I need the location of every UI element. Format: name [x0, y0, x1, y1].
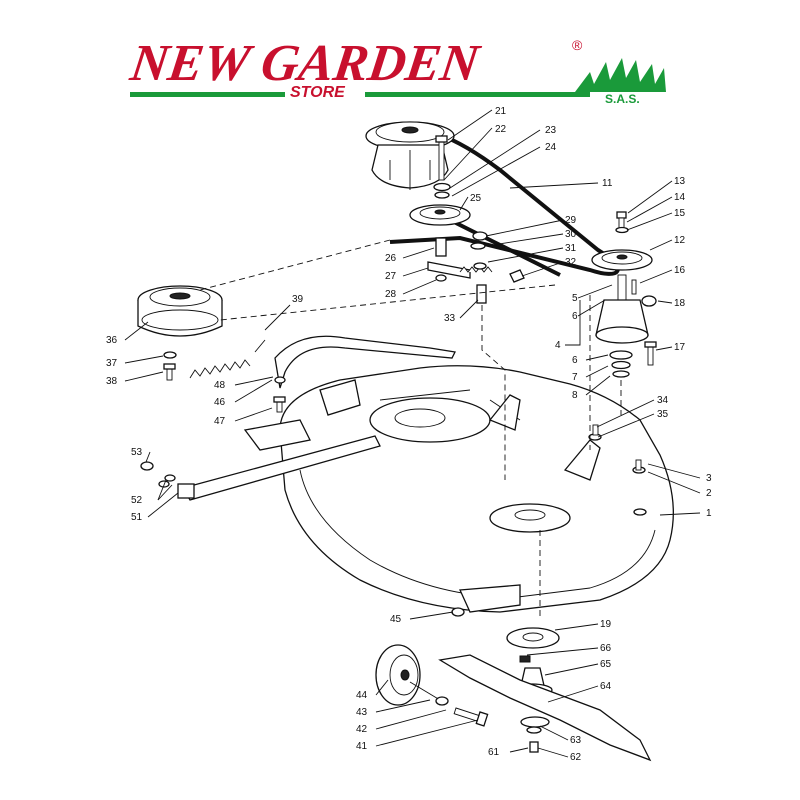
leader-lines [124, 109, 701, 758]
callout-7: 7 [572, 372, 578, 383]
callout-41: 41 [356, 741, 368, 752]
callout-3: 3 [706, 473, 712, 484]
blade-assembly [438, 627, 652, 762]
grass-icon [575, 58, 666, 92]
callout-21: 21 [495, 106, 507, 117]
callout-16: 16 [674, 265, 686, 276]
callout-28: 28 [385, 289, 397, 300]
callout-2: 2 [706, 488, 712, 499]
callout-37: 37 [106, 358, 118, 369]
top-pulley-assembly [365, 121, 455, 190]
callout-8: 8 [572, 390, 578, 401]
callout-65: 65 [600, 659, 612, 670]
right-spindle [595, 274, 649, 378]
callout-62: 62 [570, 752, 582, 763]
callout-29: 29 [565, 215, 577, 226]
callout-66: 66 [600, 643, 612, 654]
callout-19: 19 [600, 619, 612, 630]
callout-64: 64 [600, 681, 612, 692]
callout-5: 5 [572, 293, 578, 304]
callout-14: 14 [674, 192, 686, 203]
callout-42: 42 [356, 724, 368, 735]
callout-4: 4 [555, 340, 561, 351]
callout-26: 26 [385, 253, 397, 264]
logo-green-stripe-right [365, 92, 590, 97]
bracket-left [243, 379, 361, 451]
callout-32: 32 [565, 257, 577, 268]
callout-47: 47 [214, 416, 226, 427]
logo-green-stripe-left [130, 92, 285, 97]
callout-15: 15 [674, 208, 686, 219]
callout-44: 44 [356, 690, 368, 701]
bolt-13-15 [615, 211, 629, 234]
idler-pulley [409, 204, 471, 226]
callout-22: 22 [495, 124, 507, 135]
callout-52: 52 [131, 495, 143, 506]
callout-11: 11 [602, 178, 613, 189]
callout-6a: 6 [572, 311, 578, 322]
callout-39: 39 [292, 294, 304, 305]
callout-25: 25 [470, 193, 482, 204]
callout-46: 46 [214, 397, 226, 408]
deck-bolts-right [588, 424, 646, 474]
brand-suffix: S.A.S. [605, 92, 640, 106]
electric-clutch [137, 285, 223, 337]
registered-mark: ® [572, 37, 583, 53]
callout-6b: 6 [572, 355, 578, 366]
bolt-22 [435, 135, 448, 181]
callouts: 21 22 23 24 11 25 13 14 15 12 16 18 17 2… [106, 106, 712, 763]
callout-31: 31 [565, 243, 577, 254]
pin-16 [631, 279, 637, 295]
deck-arm [140, 435, 381, 501]
callout-61: 61 [488, 747, 500, 758]
nut-45 [451, 607, 465, 617]
callout-17: 17 [674, 342, 686, 353]
callout-48: 48 [214, 380, 226, 391]
right-pulley [591, 249, 653, 271]
brand-name: NEW GARDEN [126, 34, 485, 92]
callout-12: 12 [674, 235, 686, 246]
callout-36: 36 [106, 335, 118, 346]
nut-18 [641, 295, 657, 307]
callout-34: 34 [657, 395, 669, 406]
bolt-17 [644, 341, 657, 366]
callout-33: 33 [444, 313, 456, 324]
callout-53: 53 [131, 447, 143, 458]
callout-27: 27 [385, 271, 397, 282]
brand-logo: NEW GARDEN ® STORE S.A.S. [126, 34, 666, 106]
callout-13: 13 [674, 176, 686, 187]
washer-23-24 [433, 182, 451, 199]
washer-37-bolt-38 [163, 351, 177, 381]
mower-deck [279, 365, 674, 613]
callout-38: 38 [106, 376, 118, 387]
anti-scalp-wheel [375, 644, 489, 727]
callout-63: 63 [570, 735, 582, 746]
brand-store: STORE [290, 84, 346, 101]
spring [189, 339, 266, 379]
callout-24: 24 [545, 142, 557, 153]
callout-43: 43 [356, 707, 368, 718]
callout-30: 30 [565, 229, 577, 240]
callout-23: 23 [545, 125, 557, 136]
callout-51: 51 [131, 512, 143, 523]
callout-45: 45 [390, 614, 402, 625]
lever-arm [273, 335, 456, 413]
assembly-lines [199, 239, 622, 620]
callout-35: 35 [657, 409, 669, 420]
callout-1: 1 [706, 508, 712, 519]
callout-18: 18 [674, 298, 686, 309]
